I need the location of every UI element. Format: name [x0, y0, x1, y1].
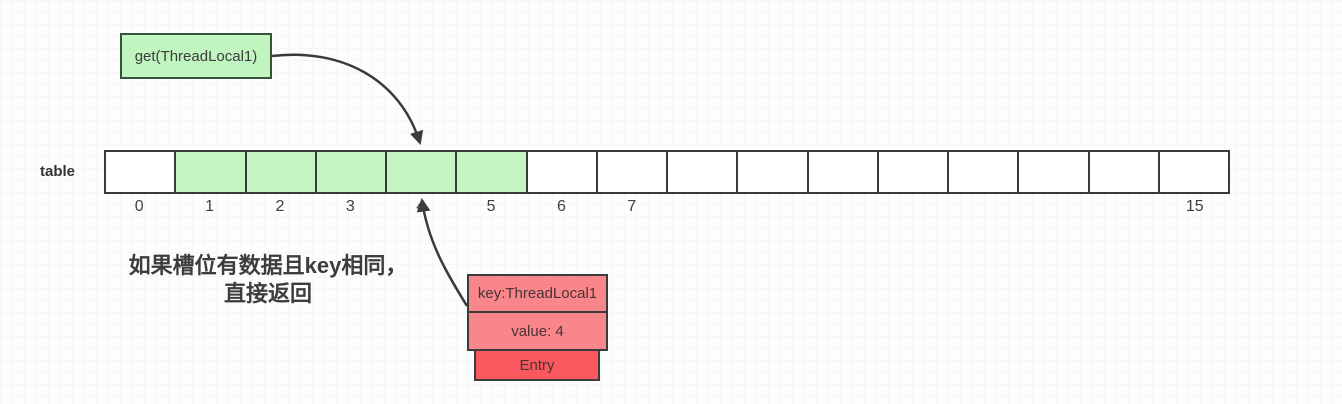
cell-index-label-11	[878, 198, 948, 218]
entry-key-box: key:ThreadLocal1	[467, 274, 608, 313]
cell-index-label-1: 1	[205, 198, 215, 215]
array-cell-0	[104, 150, 177, 194]
cell-index-label-13	[1019, 198, 1089, 218]
array-cell-10	[806, 150, 879, 194]
cell-index-label-3: 3	[345, 198, 355, 215]
array-cell-6	[525, 150, 598, 194]
cell-index-label-14	[1089, 198, 1159, 218]
cell-index-label-4: 4	[416, 198, 426, 215]
note-text: 如果槽位有数据且key相同， 直接返回	[118, 252, 418, 308]
cell-index-label-15: 15	[1185, 198, 1204, 215]
arrow-get-to-slot4-icon	[271, 53, 424, 145]
get-call-label: get(ThreadLocal1)	[134, 47, 258, 65]
entry-key-label: key:ThreadLocal1	[477, 285, 598, 302]
cell-index-label-10	[808, 198, 878, 218]
cell-index-label-2: 2	[275, 198, 285, 215]
array-cell-11	[876, 150, 949, 194]
cell-index-label-8	[667, 198, 737, 218]
cell-index-label-7: 7	[627, 198, 637, 215]
array-cell-13	[1017, 150, 1090, 194]
array-cell-3	[314, 150, 387, 194]
array-cell-5	[455, 150, 528, 194]
array-cell-4	[385, 150, 458, 194]
array-cell-2	[244, 150, 317, 194]
get-call-box: get(ThreadLocal1)	[120, 33, 272, 79]
entry-type-box: Entry	[474, 349, 600, 381]
cell-index-label-6: 6	[556, 198, 566, 215]
cell-index-label-12	[949, 198, 1019, 218]
table-array-label: table	[40, 163, 76, 180]
table-array	[104, 150, 1230, 194]
array-cell-14	[1087, 150, 1160, 194]
cell-index-label-0: 0	[134, 198, 144, 215]
array-cell-15	[1157, 150, 1230, 194]
index-label-row: 0 1 2 3 4 5 6 7 15	[104, 198, 1230, 218]
cell-index-label-9	[737, 198, 807, 218]
array-cell-9	[736, 150, 809, 194]
array-cell-1	[174, 150, 247, 194]
cell-index-label-5: 5	[486, 198, 496, 215]
array-cell-12	[947, 150, 1020, 194]
entry-value-box: value: 4	[467, 311, 608, 351]
array-cell-7	[595, 150, 668, 194]
entry-type-label: Entry	[519, 356, 555, 374]
array-cell-8	[666, 150, 739, 194]
note-line-2: 直接返回	[223, 281, 312, 306]
note-line-1: 如果槽位有数据且key相同，	[128, 253, 408, 278]
entry-value-label: value: 4	[511, 322, 564, 340]
